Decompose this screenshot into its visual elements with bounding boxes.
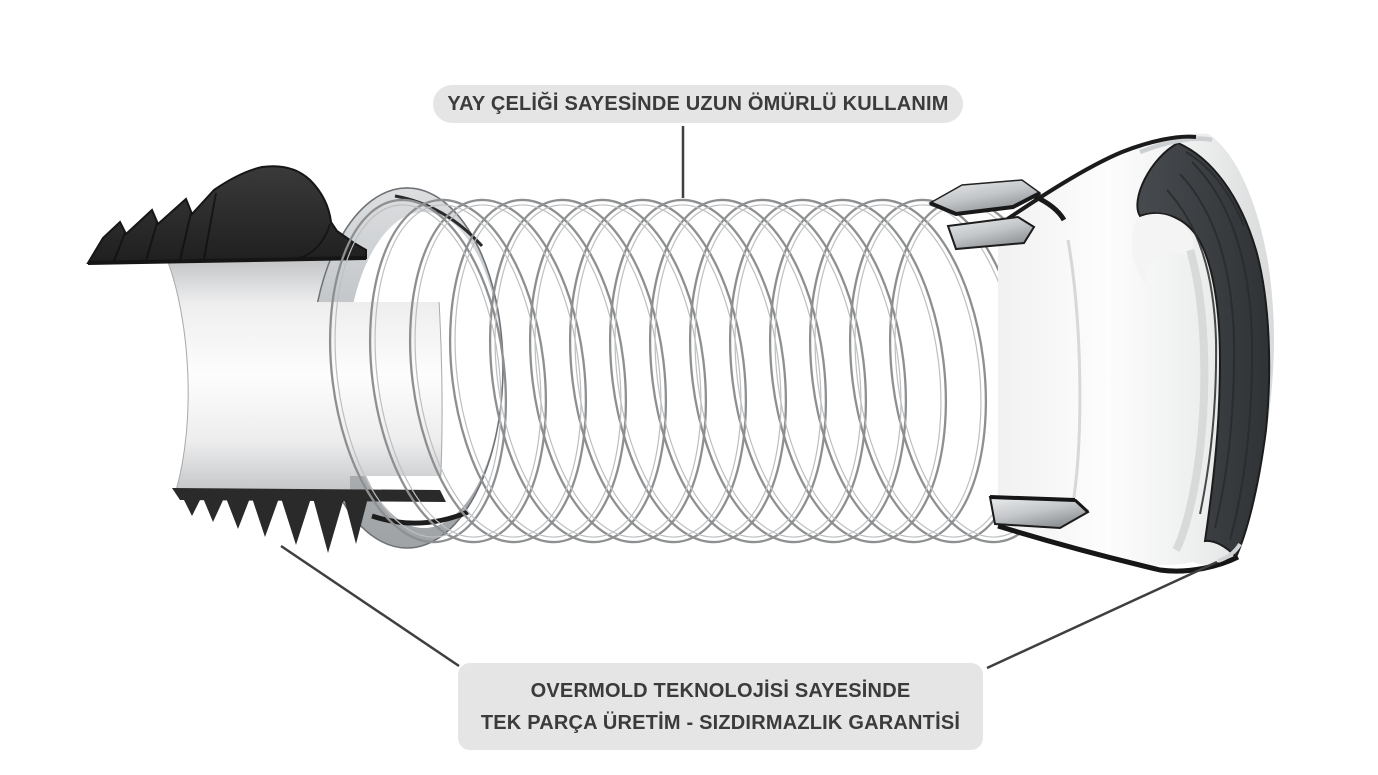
clamp-top bbox=[928, 179, 1067, 251]
rim-top-silver-edge bbox=[1139, 136, 1213, 155]
bell-throat-line bbox=[1066, 239, 1082, 511]
rim-bottom-silver-tip bbox=[1217, 542, 1242, 563]
clamp-bottom bbox=[988, 495, 1090, 530]
bottom-callout: OVERMOLD TEKNOLOJİSİ SAYESİNDE TEK PARÇA… bbox=[458, 663, 983, 750]
bell-bottom-outline bbox=[997, 523, 1240, 574]
bell-face-shadow bbox=[1172, 248, 1209, 552]
collar-bottom-edge-line bbox=[371, 509, 469, 526]
bell-connector bbox=[928, 133, 1274, 574]
top-callout-text: YAY ÇELİĞİ SAYESİNDE UZUN ÖMÜRLÜ KULLANI… bbox=[447, 92, 949, 115]
rim-hook-notch bbox=[1132, 213, 1194, 288]
bottom-callout-line2: TEK PARÇA ÜRETİM - SIZDIRMAZLIK GARANTİS… bbox=[480, 711, 961, 734]
leader-lines bbox=[280, 126, 1218, 670]
bottom-left-leader-line bbox=[280, 544, 460, 668]
bottom-right-leader-line bbox=[986, 560, 1218, 670]
overmold-fins bbox=[86, 165, 367, 265]
rim-grooves bbox=[1166, 151, 1254, 541]
bottom-callout-line1: OVERMOLD TEKNOLOJİSİ SAYESİNDE bbox=[530, 679, 911, 702]
seal-rim bbox=[1136, 141, 1271, 559]
bell-top-outline bbox=[998, 134, 1197, 226]
top-callout: YAY ÇELİĞİ SAYESİNDE UZUN ÖMÜRLÜ KULLANI… bbox=[433, 85, 963, 123]
collar-top-edge-line bbox=[394, 194, 484, 248]
